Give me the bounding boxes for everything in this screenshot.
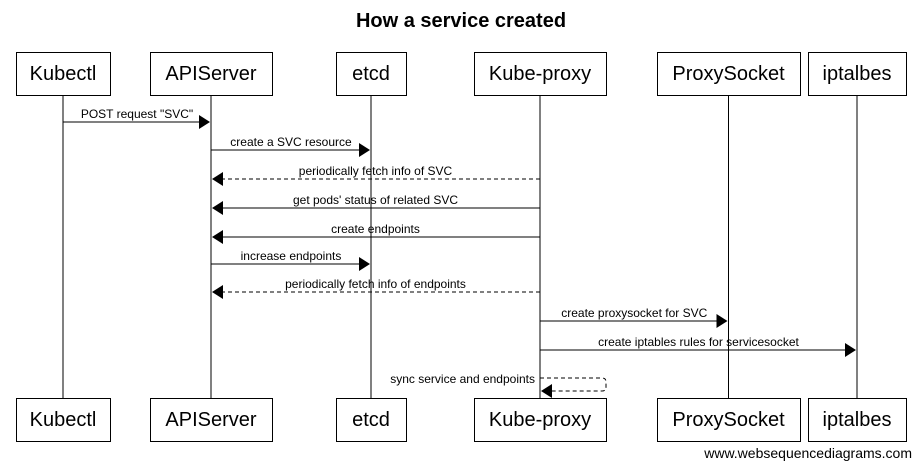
- message-label: periodically fetch info of SVC: [299, 164, 453, 178]
- participant-box: [16, 52, 111, 96]
- participant-proxysocket-bottom: ProxySocket: [657, 398, 801, 442]
- message-label: sync service and endpoints: [390, 372, 535, 386]
- arrowhead: [845, 343, 856, 357]
- message-2: create a SVC resource: [211, 135, 370, 157]
- arrowhead: [212, 172, 223, 186]
- participant-label: Kube-proxy: [489, 409, 591, 431]
- participant-apiserver-top: APIServer: [150, 52, 273, 96]
- arrowhead: [716, 314, 728, 328]
- participant-label: etcd: [352, 409, 390, 431]
- message-label: POST request "SVC": [81, 107, 193, 121]
- message-label: get pods' status of related SVC: [293, 193, 458, 207]
- participant-box: [150, 398, 273, 442]
- participant-kubectl-bottom: Kubectl: [16, 398, 111, 442]
- diagram-title: How a service created: [356, 10, 566, 32]
- message-1: POST request "SVC": [63, 107, 210, 129]
- participant-apiserver-bottom: APIServer: [150, 398, 273, 442]
- credit-text: www.websequencediagrams.com: [703, 445, 912, 461]
- participant-label: etcd: [352, 63, 390, 85]
- arrowhead: [199, 115, 210, 129]
- message-label: create iptables rules for servicesocket: [598, 335, 799, 349]
- message-5: create endpoints: [212, 222, 540, 244]
- participant-kubectl-top: Kubectl: [16, 52, 111, 96]
- participant-box: [336, 52, 407, 96]
- participant-label: APIServer: [165, 409, 256, 431]
- participant-label: Kubectl: [30, 409, 97, 431]
- messages: POST request "SVC" create a SVC resource p…: [63, 107, 856, 398]
- arrowhead: [359, 143, 370, 157]
- participant-box: [336, 398, 407, 442]
- message-label: increase endpoints: [241, 249, 342, 263]
- participant-iptables-bottom: iptalbes: [808, 398, 907, 442]
- participant-box: [657, 52, 801, 96]
- message-label: create a SVC resource: [230, 135, 352, 149]
- participant-box: [474, 52, 607, 96]
- participant-etcd-bottom: etcd: [336, 398, 407, 442]
- participant-etcd-top: etcd: [336, 52, 407, 96]
- message-7: periodically fetch info of endpoints: [212, 277, 540, 299]
- participant-label: iptalbes: [823, 63, 892, 85]
- participant-box: [808, 398, 907, 442]
- arrowhead: [541, 384, 552, 398]
- participant-label: ProxySocket: [672, 63, 785, 85]
- participant-box: [657, 398, 801, 442]
- participant-label: Kubectl: [30, 63, 97, 85]
- arrowhead: [359, 257, 370, 271]
- participants: KubectlKubectlAPIServerAPIServeretcdetcd…: [16, 52, 907, 442]
- participant-iptables-top: iptalbes: [808, 52, 907, 96]
- message-9: create iptables rules for servicesocket: [540, 335, 856, 357]
- message-8: create proxysocket for SVC: [540, 306, 728, 328]
- arrowhead: [212, 201, 223, 215]
- arrowhead: [212, 230, 223, 244]
- participant-label: Kube-proxy: [489, 63, 591, 85]
- participant-proxysocket-top: ProxySocket: [657, 52, 801, 96]
- message-6: increase endpoints: [211, 249, 370, 271]
- message-3: periodically fetch info of SVC: [212, 164, 540, 186]
- participant-box: [808, 52, 907, 96]
- message-label: create proxysocket for SVC: [561, 306, 707, 320]
- participant-label: iptalbes: [823, 409, 892, 431]
- participant-box: [16, 398, 111, 442]
- participant-label: APIServer: [165, 63, 256, 85]
- message-4: get pods' status of related SVC: [212, 193, 540, 215]
- message-line: [540, 377, 607, 392]
- arrowhead: [212, 285, 223, 299]
- participant-label: ProxySocket: [672, 409, 785, 431]
- participant-box: [474, 398, 607, 442]
- participant-kubeproxy-bottom: Kube-proxy: [474, 398, 607, 442]
- participant-box: [150, 52, 273, 96]
- lifelines: [62, 95, 858, 398]
- participant-kubeproxy-top: Kube-proxy: [474, 52, 607, 96]
- message-label: periodically fetch info of endpoints: [285, 277, 466, 291]
- message-10: sync service and endpoints: [390, 372, 607, 398]
- message-label: create endpoints: [331, 222, 420, 236]
